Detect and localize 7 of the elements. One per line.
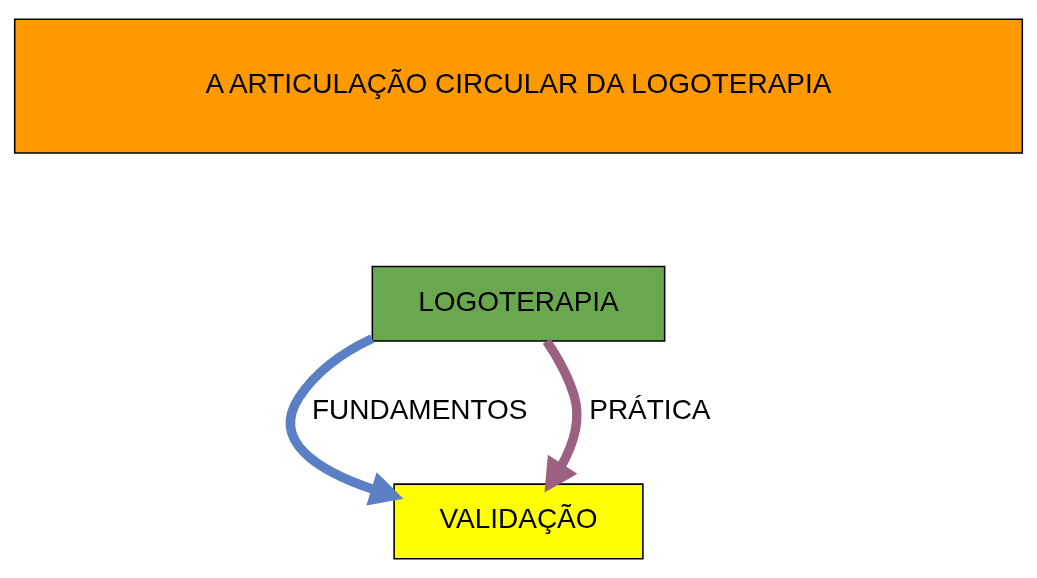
node-box: VALIDAÇÃO — [393, 483, 644, 560]
edge-label: PRÁTICA — [589, 394, 709, 426]
node-box: LOGOTERAPIA — [371, 265, 666, 342]
edge-label: FUNDAMENTOS — [312, 394, 528, 426]
node-box: A ARTICULAÇÃO CIRCULAR DA LOGOTERAPIA — [13, 18, 1024, 154]
arrow — [286, 334, 404, 506]
arrow — [542, 338, 582, 493]
